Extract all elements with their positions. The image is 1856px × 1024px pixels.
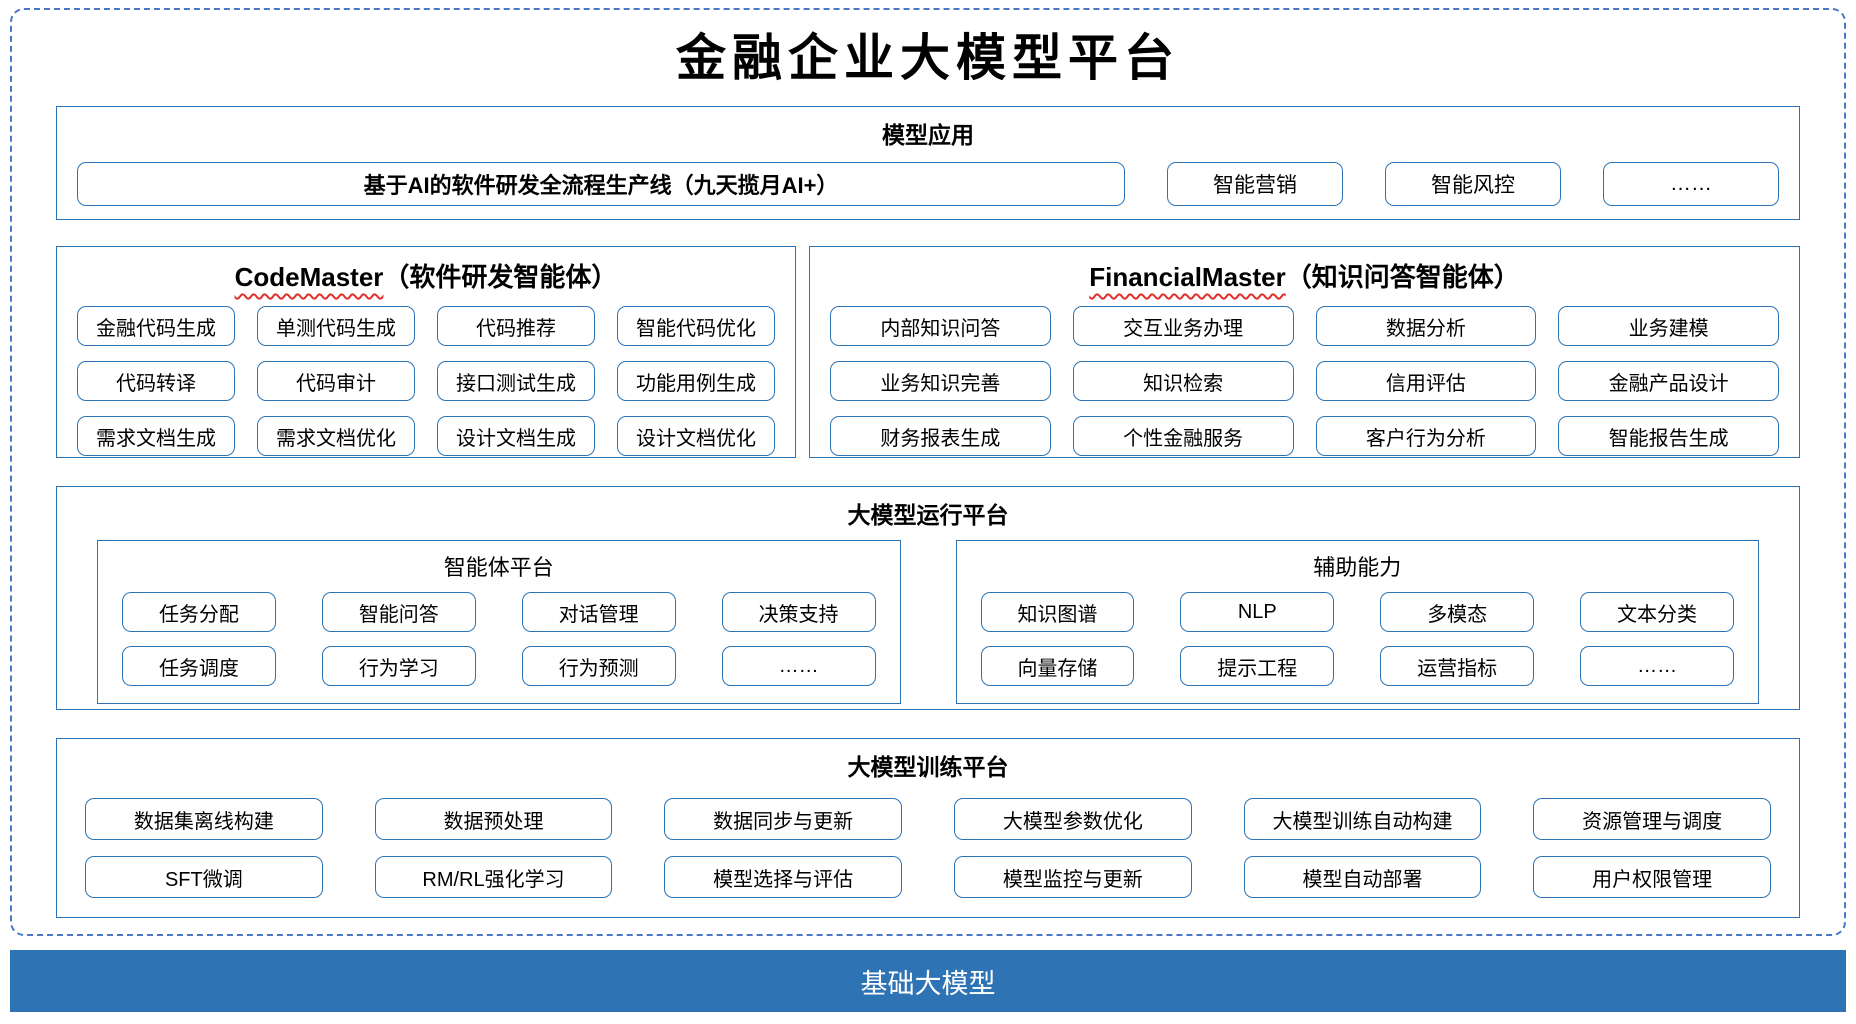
section-runtime-platform: 大模型运行平台 智能体平台 任务分配 智能问答 对话管理 决策支持 任务调度 行… [56,486,1800,710]
item-box: 大模型参数优化 [954,798,1192,840]
item-box: 数据分析 [1315,306,1537,346]
item-box: 智能报告生成 [1558,416,1779,456]
pipeline-box: 基于AI的软件研发全流程生产线（九天揽月AI+） [77,162,1125,206]
runtime-platform-header: 大模型运行平台 [847,502,1009,528]
aux-capability-grid: 知识图谱 NLP 多模态 文本分类 向量存储 提示工程 运营指标 …… [957,592,1759,686]
item-box: 交互业务办理 [1072,306,1294,346]
item-box: 设计文档优化 [617,416,775,456]
item-box: 功能用例生成 [617,361,775,401]
item-box: 个性金融服务 [1072,416,1294,456]
item-box: 提示工程 [1180,646,1335,686]
item-box: …… [721,646,876,686]
item-box: 需求文档优化 [257,416,415,456]
item-box: 运营指标 [1380,646,1535,686]
code-master-header-zh: （软件研发智能体） [383,262,618,292]
item-box: 金融代码生成 [77,306,235,346]
item-box: 向量存储 [980,646,1135,686]
training-grid: 数据集离线构建 数据预处理 数据同步与更新 大模型参数优化 大模型训练自动构建 … [57,798,1799,898]
item-box: 智能代码优化 [617,306,775,346]
item-box: 模型监控与更新 [954,856,1192,898]
item-box: 数据集离线构建 [85,798,323,840]
runtime-sub-row: 智能体平台 任务分配 智能问答 对话管理 决策支持 任务调度 行为学习 行为预测… [57,540,1799,704]
item-box: 行为预测 [521,646,676,686]
item-box: 财务报表生成 [830,416,1051,456]
diagram-frame: 金融企业大模型平台 模型应用 基于AI的软件研发全流程生产线（九天揽月AI+） … [10,8,1846,936]
item-box: 资源管理与调度 [1533,798,1771,840]
item-box: 智能风控 [1385,162,1561,206]
item-box: 决策支持 [721,592,876,632]
item-box: 任务调度 [122,646,276,686]
item-box: RM/RL强化学习 [374,856,613,898]
agent-platform-grid: 任务分配 智能问答 对话管理 决策支持 任务调度 行为学习 行为预测 …… [98,592,900,686]
model-applications-row: 基于AI的软件研发全流程生产线（九天揽月AI+） 智能营销 智能风控 …… [57,162,1799,206]
item-box: 用户权限管理 [1533,856,1771,898]
item-box: 任务分配 [122,592,276,632]
item-box: 业务知识完善 [830,361,1051,401]
item-box: …… [1580,646,1734,686]
financial-master-header-zh: （知识问答智能体） [1285,262,1520,292]
item-box: 智能营销 [1167,162,1343,206]
item-box: SFT微调 [85,856,323,898]
item-box: 对话管理 [521,592,676,632]
item-box: 代码推荐 [437,306,595,346]
item-box: 信用评估 [1315,361,1537,401]
item-box: 文本分类 [1580,592,1734,632]
agents-row: CodeMaster（软件研发智能体） 金融代码生成 单测代码生成 代码推荐 智… [56,246,1800,458]
item-box: 单测代码生成 [257,306,415,346]
financial-master-header-en: FinancialMaster [1089,262,1286,292]
page-title: 金融企业大模型平台 [676,28,1180,87]
section-code-master: CodeMaster（软件研发智能体） 金融代码生成 单测代码生成 代码推荐 智… [56,246,796,458]
item-box: …… [1603,162,1779,206]
item-box: 数据同步与更新 [664,798,902,840]
item-box: 模型选择与评估 [664,856,902,898]
item-box: 客户行为分析 [1315,416,1537,456]
code-master-header: CodeMaster（软件研发智能体） [57,247,795,294]
code-master-header-en: CodeMaster [234,262,384,292]
section-model-applications-header: 模型应用 [882,122,974,148]
base-model-bar: 基础大模型 [10,950,1846,1012]
item-box: 代码转译 [77,361,235,401]
aux-capability-header: 辅助能力 [1313,555,1402,580]
item-box: 知识图谱 [980,592,1135,632]
item-box: NLP [1180,592,1335,632]
item-box: 行为学习 [321,646,476,686]
code-master-grid: 金融代码生成 单测代码生成 代码推荐 智能代码优化 代码转译 代码审计 接口测试… [57,306,795,456]
base-model-label: 基础大模型 [860,968,996,999]
item-box: 内部知识问答 [830,306,1051,346]
section-training-platform: 大模型训练平台 数据集离线构建 数据预处理 数据同步与更新 大模型参数优化 大模… [56,738,1800,918]
item-box: 业务建模 [1558,306,1779,346]
item-box: 代码审计 [257,361,415,401]
item-box: 需求文档生成 [77,416,235,456]
item-box: 智能问答 [321,592,476,632]
item-box: 设计文档生成 [437,416,595,456]
training-platform-header: 大模型训练平台 [847,754,1009,780]
financial-master-grid: 内部知识问答 交互业务办理 数据分析 业务建模 业务知识完善 知识检索 信用评估… [810,306,1799,456]
item-box: 多模态 [1380,592,1535,632]
item-box: 模型自动部署 [1243,856,1482,898]
item-box: 数据预处理 [374,798,613,840]
agent-platform-header: 智能体平台 [443,555,554,580]
item-box: 大模型训练自动构建 [1243,798,1482,840]
item-box: 知识检索 [1072,361,1294,401]
section-model-applications: 模型应用 基于AI的软件研发全流程生产线（九天揽月AI+） 智能营销 智能风控 … [56,106,1800,220]
aux-capability-box: 辅助能力 知识图谱 NLP 多模态 文本分类 向量存储 提示工程 运营指标 …… [955,540,1759,704]
item-box: 金融产品设计 [1558,361,1779,401]
agent-platform-box: 智能体平台 任务分配 智能问答 对话管理 决策支持 任务调度 行为学习 行为预测… [97,540,901,704]
financial-master-header: FinancialMaster（知识问答智能体） [810,247,1799,294]
section-financial-master: FinancialMaster（知识问答智能体） 内部知识问答 交互业务办理 数… [809,246,1800,458]
item-box: 接口测试生成 [437,361,595,401]
